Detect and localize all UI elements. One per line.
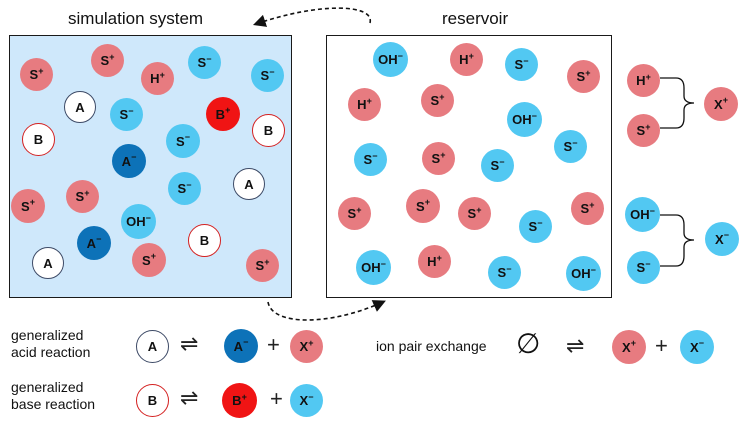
simulation-system-title: simulation system: [68, 9, 204, 28]
s-plus-ion: S+: [421, 84, 454, 117]
s-plus-ion: S+: [338, 197, 371, 230]
s-plus-ion: S+: [458, 197, 491, 230]
h-plus-ion: H+: [348, 88, 381, 121]
s-minus-ion: S−: [168, 172, 201, 205]
s-plus-ion: S+: [406, 189, 440, 223]
s-minus-ion: S−: [488, 256, 521, 289]
s-plus-ion: S+: [132, 243, 166, 277]
s-plus-ion: S+: [567, 60, 600, 93]
acid-a-particle: A: [32, 247, 64, 279]
cation-brace: [660, 77, 695, 129]
acid-a-particle: A: [233, 168, 265, 200]
legend-base-b: B: [136, 384, 169, 417]
deprotonated-acid-a-minus: A−: [112, 144, 146, 178]
s-minus-ion: S−: [554, 130, 587, 163]
reservoir-title: reservoir: [442, 9, 509, 28]
s-minus-ion: S−: [188, 46, 221, 79]
s-minus-ion: S−: [505, 48, 538, 81]
s-plus-ion: S+: [66, 180, 99, 213]
anion-brace: [660, 214, 695, 267]
h-plus-ion: H+: [627, 64, 660, 97]
acid-a-particle: A: [64, 91, 96, 123]
s-plus-ion: S+: [422, 142, 455, 175]
oh-minus-ion: OH−: [566, 256, 601, 291]
base-b-particle: B: [22, 123, 55, 156]
x-minus-ion: X−: [705, 222, 739, 256]
s-plus-ion: S+: [11, 189, 45, 223]
exchange-x-minus: X−: [680, 330, 714, 364]
deprotonated-acid-a-minus: A−: [77, 226, 111, 260]
s-minus-ion: S−: [627, 251, 660, 284]
equilibrium-arrows-icon: ⇌: [566, 333, 585, 358]
equilibrium-arrows-icon: ⇌: [180, 385, 199, 410]
simulation-to-reservoir-arrow: [267, 300, 386, 321]
legend-a-minus: A−: [224, 329, 258, 363]
plus-sign: +: [270, 386, 283, 411]
s-minus-ion: S−: [251, 59, 284, 92]
h-plus-ion: H+: [141, 62, 174, 95]
s-minus-ion: S−: [110, 98, 143, 131]
plus-sign: +: [267, 332, 280, 357]
s-plus-ion: S+: [91, 44, 124, 77]
legend-b-plus: B+: [222, 383, 257, 418]
h-plus-ion: H+: [418, 245, 451, 278]
oh-minus-ion: OH−: [507, 102, 542, 137]
s-plus-ion: S+: [20, 58, 53, 91]
legend-acid-a: A: [136, 330, 169, 363]
ion-pair-exchange-label: ion pair exchange: [376, 338, 487, 354]
x-plus-ion: X+: [704, 87, 738, 121]
oh-minus-ion: OH−: [373, 42, 408, 77]
protonated-base-b-plus: B+: [206, 97, 240, 131]
s-plus-ion: S+: [246, 249, 279, 282]
plus-sign: +: [655, 333, 668, 358]
oh-minus-ion: OH−: [625, 197, 660, 232]
s-plus-ion: S+: [627, 114, 660, 147]
s-minus-ion: S−: [481, 149, 514, 182]
empty-set-icon: ∅: [516, 328, 541, 359]
equilibrium-arrows-icon: ⇌: [180, 331, 199, 356]
s-minus-ion: S−: [519, 210, 552, 243]
oh-minus-ion: OH−: [121, 204, 156, 239]
s-minus-ion: S−: [166, 124, 200, 158]
base-b-particle: B: [252, 114, 285, 147]
s-minus-ion: S−: [354, 143, 387, 176]
legend-x-minus: X−: [290, 384, 323, 417]
reservoir-to-simulation-arrow: [252, 7, 371, 27]
s-plus-ion: S+: [571, 192, 604, 225]
oh-minus-ion: OH−: [356, 250, 391, 285]
base-b-particle: B: [188, 224, 221, 257]
h-plus-ion: H+: [450, 43, 483, 76]
legend-x-plus: X+: [290, 330, 323, 363]
exchange-x-plus: X+: [612, 330, 646, 364]
